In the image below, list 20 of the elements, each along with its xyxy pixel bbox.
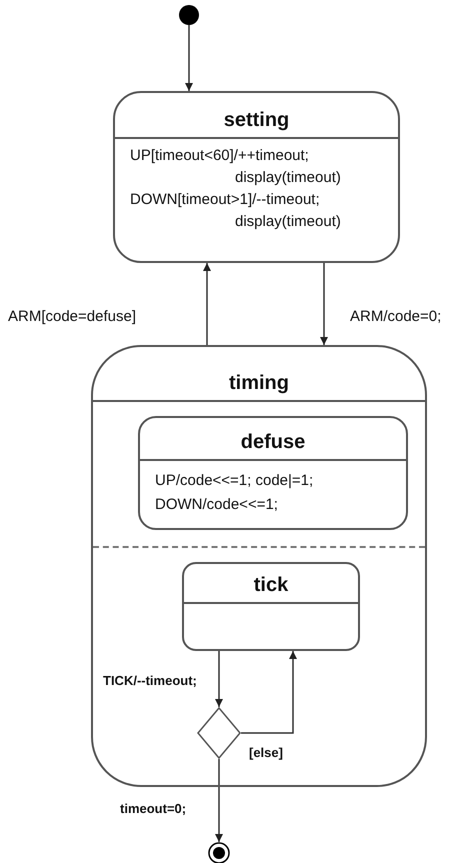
transition-arrow — [215, 651, 223, 707]
initial-state-dot — [179, 5, 199, 25]
transition-arrow — [203, 263, 211, 345]
transition-arrow — [320, 263, 328, 345]
state-box — [113, 91, 400, 263]
state-name: defuse — [240, 430, 306, 455]
transition-arrow — [185, 25, 193, 91]
final-state-symbol — [208, 842, 230, 863]
state-name: setting — [224, 108, 290, 133]
internal-activity: UP[timeout<60]/++timeout; display(timeout) — [129, 146, 342, 188]
transition-arrow — [241, 651, 297, 734]
state-name: tick — [254, 573, 288, 598]
internal-activity: UP/code<<=1; code|=1; — [154, 471, 314, 491]
state-box — [138, 416, 408, 530]
state-name: timing — [229, 371, 289, 396]
transition-arrow — [215, 759, 223, 842]
state-box — [182, 562, 360, 651]
internal-activity: DOWN/code<<=1; — [154, 495, 279, 515]
decision-diamond — [197, 707, 241, 759]
internal-activity: DOWN[timeout>1]/--timeout; display(timeout) — [129, 190, 342, 232]
